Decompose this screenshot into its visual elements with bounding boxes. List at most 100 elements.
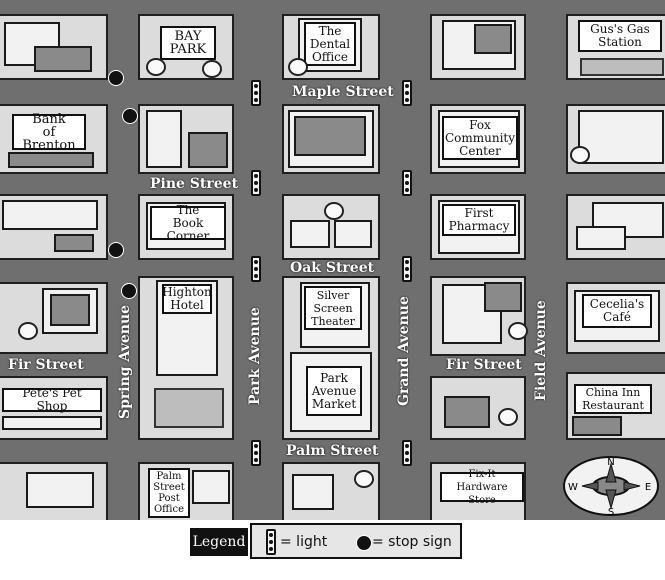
block-r3-c3 xyxy=(282,194,380,260)
fir-street-right-label: Fir Street xyxy=(446,357,522,373)
first-pharmacy-block: First Pharmacy xyxy=(430,194,526,260)
building xyxy=(146,110,182,168)
traffic-light-icon xyxy=(402,170,412,196)
traffic-light-icon xyxy=(251,80,261,106)
legend-title: Legend xyxy=(190,528,248,556)
legend-light-label: = light xyxy=(280,534,328,550)
china-inn-label: China Inn Restaurant xyxy=(574,384,652,414)
oak-street-label: Oak Street xyxy=(290,260,375,276)
palm-street-label: Palm Street xyxy=(286,443,379,459)
block-r4-c1 xyxy=(0,282,108,354)
compass-w: W xyxy=(568,482,578,493)
traffic-light-icon xyxy=(251,170,261,196)
fox-community-label: Fox Community Center xyxy=(442,116,518,160)
block-r6-c1 xyxy=(0,462,108,520)
block-r6-c3 xyxy=(282,462,380,520)
petes-pet-shop-block: Pete's Pet Shop xyxy=(0,376,108,440)
pine-street-label: Pine Street xyxy=(150,176,239,192)
grand-avenue-label: Grand Avenue xyxy=(396,296,412,406)
building xyxy=(8,152,94,168)
silver-screen-label: Silver Screen Theater xyxy=(304,286,362,330)
cecelias-cafe-block: Cecelia's Café xyxy=(566,282,665,354)
tree xyxy=(508,322,528,340)
building xyxy=(294,116,366,156)
tree xyxy=(146,58,166,76)
fox-community-block: Fox Community Center xyxy=(430,104,526,174)
building xyxy=(188,132,228,168)
building xyxy=(54,234,94,252)
tree xyxy=(288,58,308,76)
block-r4-c4 xyxy=(430,276,528,356)
block-r2-c3 xyxy=(282,104,380,174)
building xyxy=(444,396,490,428)
gus-gas-label: Gus's Gas Station xyxy=(578,20,662,52)
dental-office-block: The Dental Office xyxy=(282,14,380,80)
tree xyxy=(498,408,518,426)
traffic-light-icon xyxy=(402,256,412,282)
legend: Legend = light = stop sign xyxy=(190,523,462,559)
block-r1-c4 xyxy=(430,14,526,80)
traffic-light-icon xyxy=(251,440,261,466)
building xyxy=(474,24,512,54)
bay-park-label: BAY PARK xyxy=(160,26,216,60)
legend-traffic-light-icon xyxy=(266,529,276,555)
tree xyxy=(324,202,344,220)
building xyxy=(26,472,94,508)
legend-box: = light = stop sign xyxy=(250,523,462,559)
building xyxy=(4,22,60,66)
theater-market-block: Silver Screen Theater Park Avenue Market xyxy=(282,276,380,440)
block-r2-c2 xyxy=(138,104,234,174)
petes-pet-shop-label: Pete's Pet Shop xyxy=(2,387,102,413)
building xyxy=(50,294,90,326)
bank-block: Bank of Brenton xyxy=(0,104,108,174)
tree xyxy=(354,470,374,488)
post-office-building xyxy=(192,470,230,504)
post-office-label: Palm Street Post Office xyxy=(148,468,190,518)
parking-lot xyxy=(154,388,224,428)
bay-park-block: BAY PARK xyxy=(138,14,234,80)
building xyxy=(576,226,626,250)
stop-sign-icon xyxy=(108,242,124,258)
block-r2-c5 xyxy=(566,104,665,174)
dental-office-label: The Dental Office xyxy=(304,22,356,66)
building xyxy=(2,416,102,430)
compass-rose-icon: N S W E xyxy=(563,456,659,517)
block-r1-c1 xyxy=(0,14,108,80)
bank-label: Bank of Brenton xyxy=(12,113,86,152)
building xyxy=(2,200,98,230)
building xyxy=(484,282,522,312)
cecelias-cafe-label: Cecelia's Café xyxy=(582,294,652,328)
park-avenue-market-label: Park Avenue Market xyxy=(306,366,362,416)
fix-it-block: Fix-It Hardware Store xyxy=(430,462,526,520)
block-r5-c4 xyxy=(430,376,526,440)
building xyxy=(334,220,372,248)
gas-pumps xyxy=(580,58,664,76)
fir-street-left-label: Fir Street xyxy=(8,357,84,373)
compass-n: N xyxy=(607,457,614,468)
book-corner-block: The Book Corner xyxy=(138,194,234,260)
first-pharmacy-label: First Pharmacy xyxy=(442,204,516,236)
traffic-light-icon xyxy=(402,80,412,106)
stop-sign-icon xyxy=(121,283,137,299)
town-map: BAY PARK The Dental Office Gus's Gas Sta… xyxy=(0,0,665,520)
stop-sign-icon xyxy=(108,70,124,86)
post-office-block: Palm Street Post Office xyxy=(138,462,234,520)
tree xyxy=(202,60,222,78)
highton-hotel-block: Highton Hotel xyxy=(138,276,234,440)
building xyxy=(572,416,622,436)
highton-hotel-label: Highton Hotel xyxy=(162,284,212,314)
building xyxy=(34,46,92,72)
tree xyxy=(18,322,38,340)
stop-sign-icon xyxy=(122,108,138,124)
building xyxy=(292,474,334,510)
china-inn-block: China Inn Restaurant xyxy=(566,372,665,440)
spring-avenue-label: Spring Avenue xyxy=(117,304,133,419)
field-avenue-label: Field Avenue xyxy=(533,300,549,401)
traffic-light-icon xyxy=(402,440,412,466)
block-r3-c1 xyxy=(0,194,108,260)
park-avenue-label: Park Avenue xyxy=(247,307,263,405)
compass-e: E xyxy=(645,482,651,493)
block-r3-c5 xyxy=(566,194,665,260)
legend-stop-label: = stop sign xyxy=(372,534,452,550)
gus-gas-block: Gus's Gas Station xyxy=(566,14,665,80)
